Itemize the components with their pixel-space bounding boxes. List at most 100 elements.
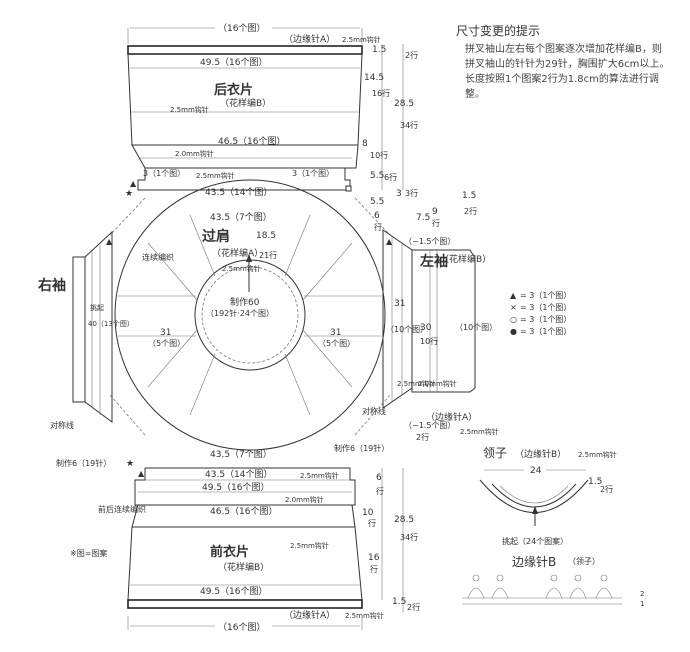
right-sleeve-pickup: 挑起: [90, 303, 104, 312]
svg-text:28.5: 28.5: [394, 99, 414, 109]
yoke-width-top: 43.5（7个图）: [210, 212, 272, 223]
svg-text:▲: ▲: [138, 469, 145, 478]
svg-text:5.5: 5.5: [370, 171, 384, 181]
svg-text:10行: 10行: [420, 336, 438, 346]
front-hook: 2.5mm钩针: [290, 541, 329, 550]
svg-text:1.5: 1.5: [372, 45, 386, 55]
legend-sym-1: ▲: [510, 291, 517, 300]
svg-text:16行: 16行: [372, 88, 390, 98]
edge-b-sub: （领子）: [568, 556, 600, 566]
yoke-make: 制作60: [230, 296, 260, 308]
front-make-left: 制作6（19针）: [56, 458, 111, 468]
svg-text:2.5mm钩针: 2.5mm钩针: [460, 427, 499, 436]
svg-text:2行: 2行: [416, 432, 429, 442]
left-sleeve: 左袖 （花样编B） 6 行 7.5 9 行 （−1.5个图） 1.5 2行 31…: [362, 191, 499, 442]
left-sleeve-pattern: （花样编B）: [440, 253, 491, 265]
back-edge-label: （边缘针A）: [284, 33, 335, 45]
collar-title: 领子: [483, 446, 507, 460]
yoke-left-width: 31: [160, 328, 171, 338]
back-width-3: 43.5（14个图）: [205, 187, 273, 198]
yoke-right-width-2: （5个图）: [318, 339, 355, 348]
legend-text-1: = 3（1个图）: [520, 291, 571, 300]
yoke-depth-rows: 21行: [259, 250, 277, 260]
legend-sym-3: ○: [510, 315, 517, 324]
svg-text:行: 行: [432, 218, 440, 228]
svg-text:30: 30: [420, 323, 432, 333]
back-panel: （16个图） （边缘针A） 2.5mm钩针 49.5（16个图） 后衣片 （花样…: [125, 23, 381, 199]
front-edge-label: （边缘针A）: [284, 609, 335, 621]
svg-text:28.5: 28.5: [394, 515, 414, 525]
yoke-pattern: （花样编A）: [212, 247, 263, 259]
back-hook-lower: 2.0mm钩针: [175, 149, 214, 158]
yoke-hook: 2.5mm钩针: [222, 264, 261, 273]
back-edge-hook: 2.5mm钩针: [342, 35, 381, 44]
back-top-width: （16个图）: [218, 23, 265, 34]
svg-text:34行: 34行: [400, 120, 418, 130]
collar: 领子 （边缘针B） 2.5mm钩针 24 1.5 2行 挑起（24个图案）: [479, 446, 617, 546]
legend-text-3: = 3（1个图）: [520, 315, 571, 324]
collar-edge: （边缘针B）: [515, 448, 566, 460]
edge-b: 边缘针B （领子） 2 1: [462, 554, 644, 608]
legend-sym-2: ×: [510, 303, 517, 312]
collar-side-rows: 2行: [600, 484, 613, 494]
svg-text:16: 16: [368, 553, 380, 563]
svg-text:★: ★: [126, 459, 134, 469]
back-hook-main: 2.5mm钩针: [170, 105, 209, 114]
svg-text:对称线: 对称线: [362, 406, 386, 416]
front-note: ※图=图案: [70, 548, 107, 558]
svg-text:行: 行: [376, 486, 384, 496]
svg-text:行: 行: [374, 222, 382, 232]
back-side-measures: 1.5 2行 14.5 16行 28.5 34行 8 10行 5.5 6行 3 …: [362, 44, 418, 207]
svg-text:31: 31: [394, 299, 405, 309]
yoke-left-width-2: （5个图）: [148, 339, 185, 348]
legend-text-2: = 3（1个图）: [520, 303, 571, 312]
svg-text:14.5: 14.5: [364, 73, 384, 83]
yoke-width-bottom: 43.5（7个图）: [210, 449, 272, 460]
svg-text:34行: 34行: [400, 532, 418, 542]
svg-text:行: 行: [370, 564, 378, 574]
back-corner-left: 3（1个图）: [143, 169, 185, 178]
triangle-icon: ▲: [130, 179, 137, 188]
star-icon: ★: [125, 189, 133, 199]
svg-text:6: 6: [374, 211, 380, 221]
back-hook-bottom: 2.5mm钩针: [196, 171, 235, 180]
svg-text:2.0mm钩针: 2.0mm钩针: [418, 379, 457, 388]
yoke-right-width: 31: [330, 328, 341, 338]
svg-text:10: 10: [362, 508, 374, 518]
collar-pickup: 挑起（24个图案）: [502, 536, 568, 546]
svg-text:9: 9: [432, 207, 438, 217]
front-make-right: 制作6（19针）: [334, 443, 389, 453]
right-sleeve: 右袖 挑起 40（13个图） 对称线 ▲: [37, 230, 134, 430]
svg-text:2行: 2行: [407, 602, 420, 612]
front-side-measures: 6 行 10 行 28.5 34行 16 行 1.5 2行: [362, 468, 420, 612]
front-hook-top: 2.5mm钩针: [300, 471, 339, 480]
svg-text:行: 行: [368, 518, 376, 528]
front-bottom-width: （16个图）: [218, 622, 265, 633]
front-title: 前衣片: [210, 544, 249, 560]
collar-width: 24: [530, 466, 542, 476]
front-join: 前后连续编织: [98, 504, 146, 514]
back-width-2: 46.5（16个图）: [218, 136, 286, 147]
right-sleeve-title: 右袖: [37, 277, 66, 294]
yoke-title: 过肩: [202, 228, 230, 245]
edge-b-row-1: 1: [640, 600, 644, 608]
svg-text:8: 8: [362, 139, 368, 149]
yoke-make-detail: （192针·24个图）: [206, 308, 274, 318]
svg-text:2.5mm钩针: 2.5mm钩针: [397, 379, 436, 388]
svg-text:1.5: 1.5: [392, 597, 406, 607]
svg-text:（−1.5个图）: （−1.5个图）: [404, 421, 455, 430]
legend-sym-4: ●: [510, 327, 517, 336]
svg-text:10行: 10行: [370, 150, 388, 160]
front-pattern: （花样编B）: [218, 561, 269, 573]
svg-text:3行: 3行: [405, 188, 418, 198]
svg-text:（10个图）: （10个图）: [455, 323, 497, 332]
svg-text:▲: ▲: [386, 237, 393, 246]
svg-text:5.5: 5.5: [370, 197, 384, 207]
left-sleeve-title: 左袖: [419, 253, 448, 270]
yoke: 43.5（7个图） 过肩 （花样编A） 2.5mm钩针 18.5 21行 制作6…: [109, 179, 391, 460]
front-width-2: 49.5（16个图）: [202, 482, 270, 493]
svg-text:（10个图）: （10个图）: [386, 325, 428, 334]
edge-b-title: 边缘针B: [512, 554, 556, 569]
size-tip-body: 拼叉袖山左右每个图案逐次增加花样编B，则拼叉袖山的针针为29针，胸围扩大6cm以…: [465, 44, 670, 100]
